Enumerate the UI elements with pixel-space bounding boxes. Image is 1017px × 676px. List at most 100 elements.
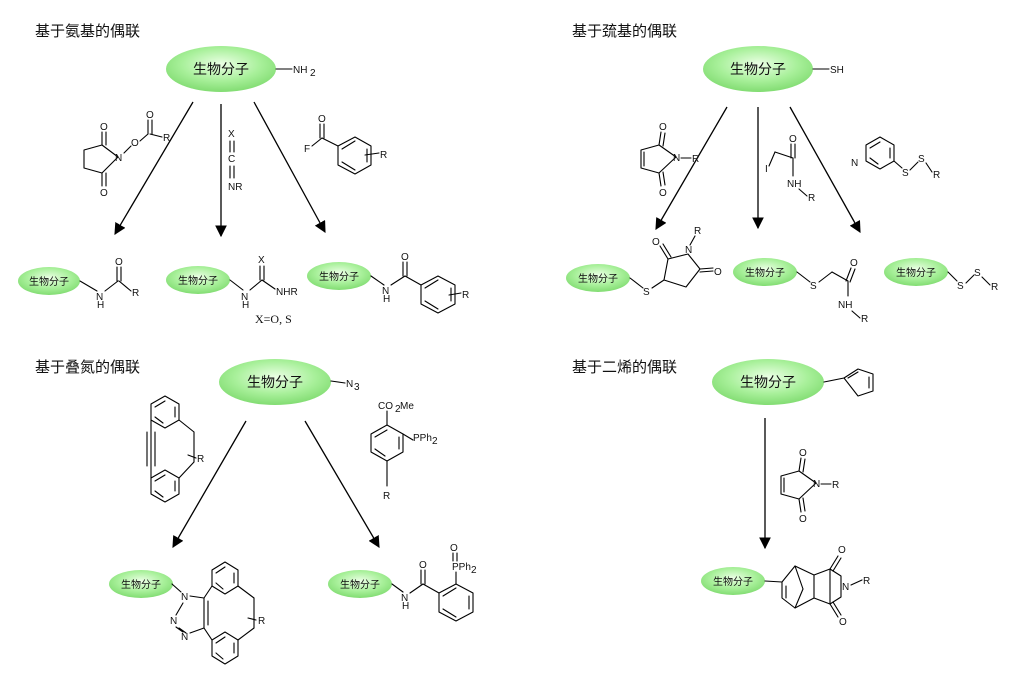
arrow-thiol-left (655, 106, 728, 231)
blob-diels-alder-product: 生物分子 (701, 567, 765, 595)
svg-text:S: S (918, 154, 925, 165)
svg-text:R: R (808, 193, 815, 204)
svg-text:R: R (383, 491, 390, 502)
phosphine-oxide-amide-product: N H O PPh 2 O (391, 543, 477, 622)
svg-text:N: N (96, 292, 103, 303)
svg-text:生物分子: 生物分子 (29, 275, 69, 288)
svg-text:生物分子: 生物分子 (745, 266, 785, 279)
blob-thiol-top: 生物分子 (703, 46, 813, 92)
blob-acetamide-product: 生物分子 (733, 258, 797, 286)
svg-text:S: S (974, 268, 981, 279)
svg-text:H: H (242, 300, 249, 311)
svg-text:X: X (258, 255, 265, 266)
svg-text:R: R (863, 576, 870, 587)
svg-text:R: R (197, 454, 204, 465)
svg-text:R: R (462, 290, 469, 301)
arrow-amino-right (253, 101, 326, 234)
svg-text:H: H (97, 300, 104, 311)
svg-text:生物分子: 生物分子 (178, 274, 218, 287)
svg-text:NHR: NHR (276, 287, 298, 298)
svg-text:R: R (832, 480, 839, 491)
blob-urea-product: 生物分子 (166, 266, 230, 294)
svg-text:2: 2 (395, 404, 401, 415)
acyl-fluoride-reagent: F O R (304, 114, 387, 175)
benzamide-product: N H O R (370, 252, 469, 314)
blob-azide-top: 生物分子 (219, 359, 331, 405)
svg-text:X: X (228, 129, 235, 140)
svg-text:R: R (258, 616, 265, 627)
dibenzocyclooctyne-reagent: R (146, 395, 204, 503)
svg-text:PPh: PPh (413, 433, 432, 444)
blob-triazole-product: 生物分子 (109, 570, 173, 598)
svg-text:R: R (692, 154, 699, 165)
svg-text:NH: NH (787, 179, 801, 190)
thiol-group: SH (812, 65, 844, 76)
svg-text:N: N (241, 292, 248, 303)
svg-text:S: S (643, 287, 650, 298)
svg-text:O: O (146, 110, 154, 121)
svg-text:O: O (789, 134, 797, 145)
svg-text:O: O (659, 188, 667, 199)
svg-text:NR: NR (228, 182, 242, 193)
svg-text:生物分子: 生物分子 (730, 62, 786, 78)
svg-text:O: O (799, 514, 807, 525)
blob-staudinger-product: 生物分子 (328, 570, 392, 598)
triazole-product: N N N R (170, 561, 265, 665)
svg-text:R: R (694, 226, 701, 237)
svg-text:R: R (861, 314, 868, 325)
svg-text:O: O (100, 188, 108, 199)
svg-text:O: O (419, 560, 427, 571)
phosphine-ester-reagent: CO 2 Me PPh 2 R (370, 401, 438, 502)
blob-amino-top: 生物分子 (166, 46, 276, 92)
svg-text:3: 3 (354, 382, 360, 393)
svg-text:S: S (957, 281, 964, 292)
nhs-ester-reagent: O O N O O R (83, 110, 170, 199)
svg-text:生物分子: 生物分子 (713, 575, 753, 588)
disulfide-product: S S R (947, 268, 998, 293)
urea-product: N H X NHR (229, 255, 298, 311)
svg-text:R: R (933, 170, 940, 181)
svg-text:S: S (902, 168, 909, 179)
svg-text:O: O (318, 114, 326, 125)
svg-text:N: N (401, 593, 408, 604)
title-diene: 基于二烯的偶联 (572, 358, 677, 376)
svg-text:N: N (181, 592, 188, 603)
svg-text:N: N (685, 245, 692, 256)
svg-text:O: O (659, 122, 667, 133)
svg-text:N: N (673, 153, 680, 164)
svg-text:O: O (131, 138, 139, 149)
amine-group: NH 2 (275, 65, 316, 79)
svg-text:N: N (851, 158, 858, 169)
svg-text:N: N (813, 479, 820, 490)
blob-benzamide-product: 生物分子 (307, 262, 371, 290)
svg-text:生物分子: 生物分子 (319, 270, 359, 283)
svg-text:SH: SH (830, 65, 844, 76)
svg-text:H: H (402, 601, 409, 612)
svg-text:N: N (115, 153, 122, 164)
svg-text:N: N (170, 616, 177, 627)
svg-text:C: C (228, 154, 235, 165)
arrow-amino-left (114, 101, 194, 236)
svg-text:2: 2 (310, 68, 316, 79)
svg-text:N: N (382, 286, 389, 297)
svg-text:生物分子: 生物分子 (340, 578, 380, 591)
svg-text:CO: CO (378, 401, 393, 412)
x-definition-note: X=O, S (255, 312, 292, 326)
svg-text:生物分子: 生物分子 (193, 62, 249, 78)
svg-text:R: R (380, 150, 387, 161)
svg-text:R: R (163, 133, 170, 144)
svg-text:S: S (810, 281, 817, 292)
svg-text:Me: Me (400, 401, 414, 412)
svg-text:生物分子: 生物分子 (896, 266, 936, 279)
amide-product: N H O R (79, 257, 139, 311)
svg-text:PPh: PPh (452, 562, 471, 573)
svg-text:N: N (842, 582, 849, 593)
diels-alder-adduct-product: O O N R (764, 545, 870, 628)
svg-text:F: F (304, 144, 310, 155)
svg-text:NH: NH (838, 300, 852, 311)
svg-text:O: O (714, 267, 722, 278)
svg-text:O: O (401, 252, 409, 263)
pyridyl-disulfide-reagent: N S S R (851, 136, 940, 181)
title-thiol: 基于巯基的偶联 (572, 22, 677, 40)
